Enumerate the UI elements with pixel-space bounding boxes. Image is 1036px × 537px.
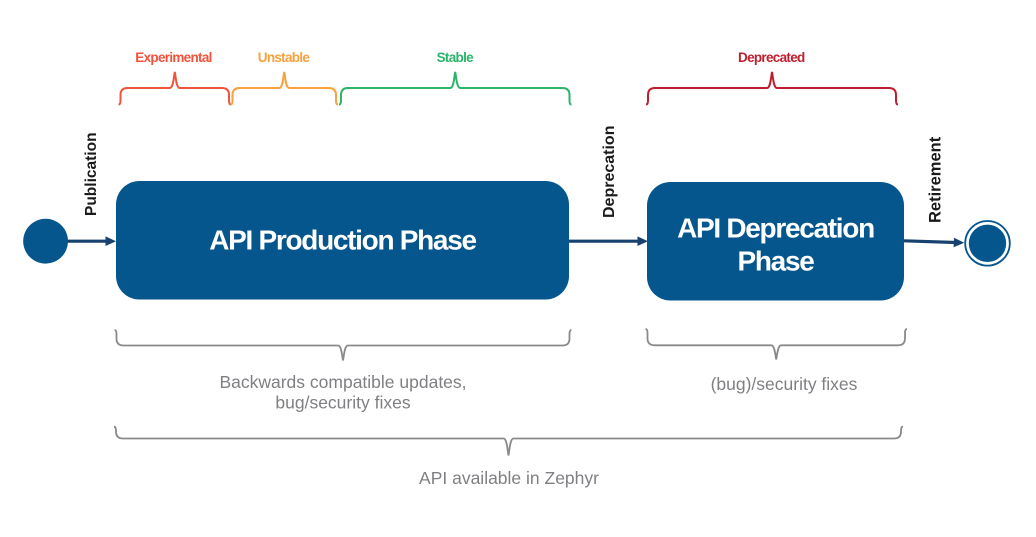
- svg-text:Deprecated: Deprecated: [738, 50, 805, 65]
- svg-text:Backwards compatible updates,: Backwards compatible updates,: [219, 372, 466, 392]
- svg-text:(bug)/security fixes: (bug)/security fixes: [711, 374, 858, 394]
- svg-text:Unstable: Unstable: [258, 50, 311, 65]
- svg-text:API available in Zephyr: API available in Zephyr: [419, 468, 599, 488]
- svg-text:Publication: Publication: [83, 132, 100, 216]
- svg-text:Phase: Phase: [738, 246, 815, 277]
- svg-text:API Production Phase: API Production Phase: [209, 225, 476, 256]
- svg-text:bug/security fixes: bug/security fixes: [275, 393, 410, 413]
- svg-text:Experimental: Experimental: [135, 50, 211, 65]
- svg-text:Retirement: Retirement: [927, 136, 945, 223]
- svg-text:API Deprecation: API Deprecation: [677, 213, 874, 244]
- svg-text:Deprecation: Deprecation: [601, 126, 618, 218]
- svg-text:Stable: Stable: [437, 50, 475, 65]
